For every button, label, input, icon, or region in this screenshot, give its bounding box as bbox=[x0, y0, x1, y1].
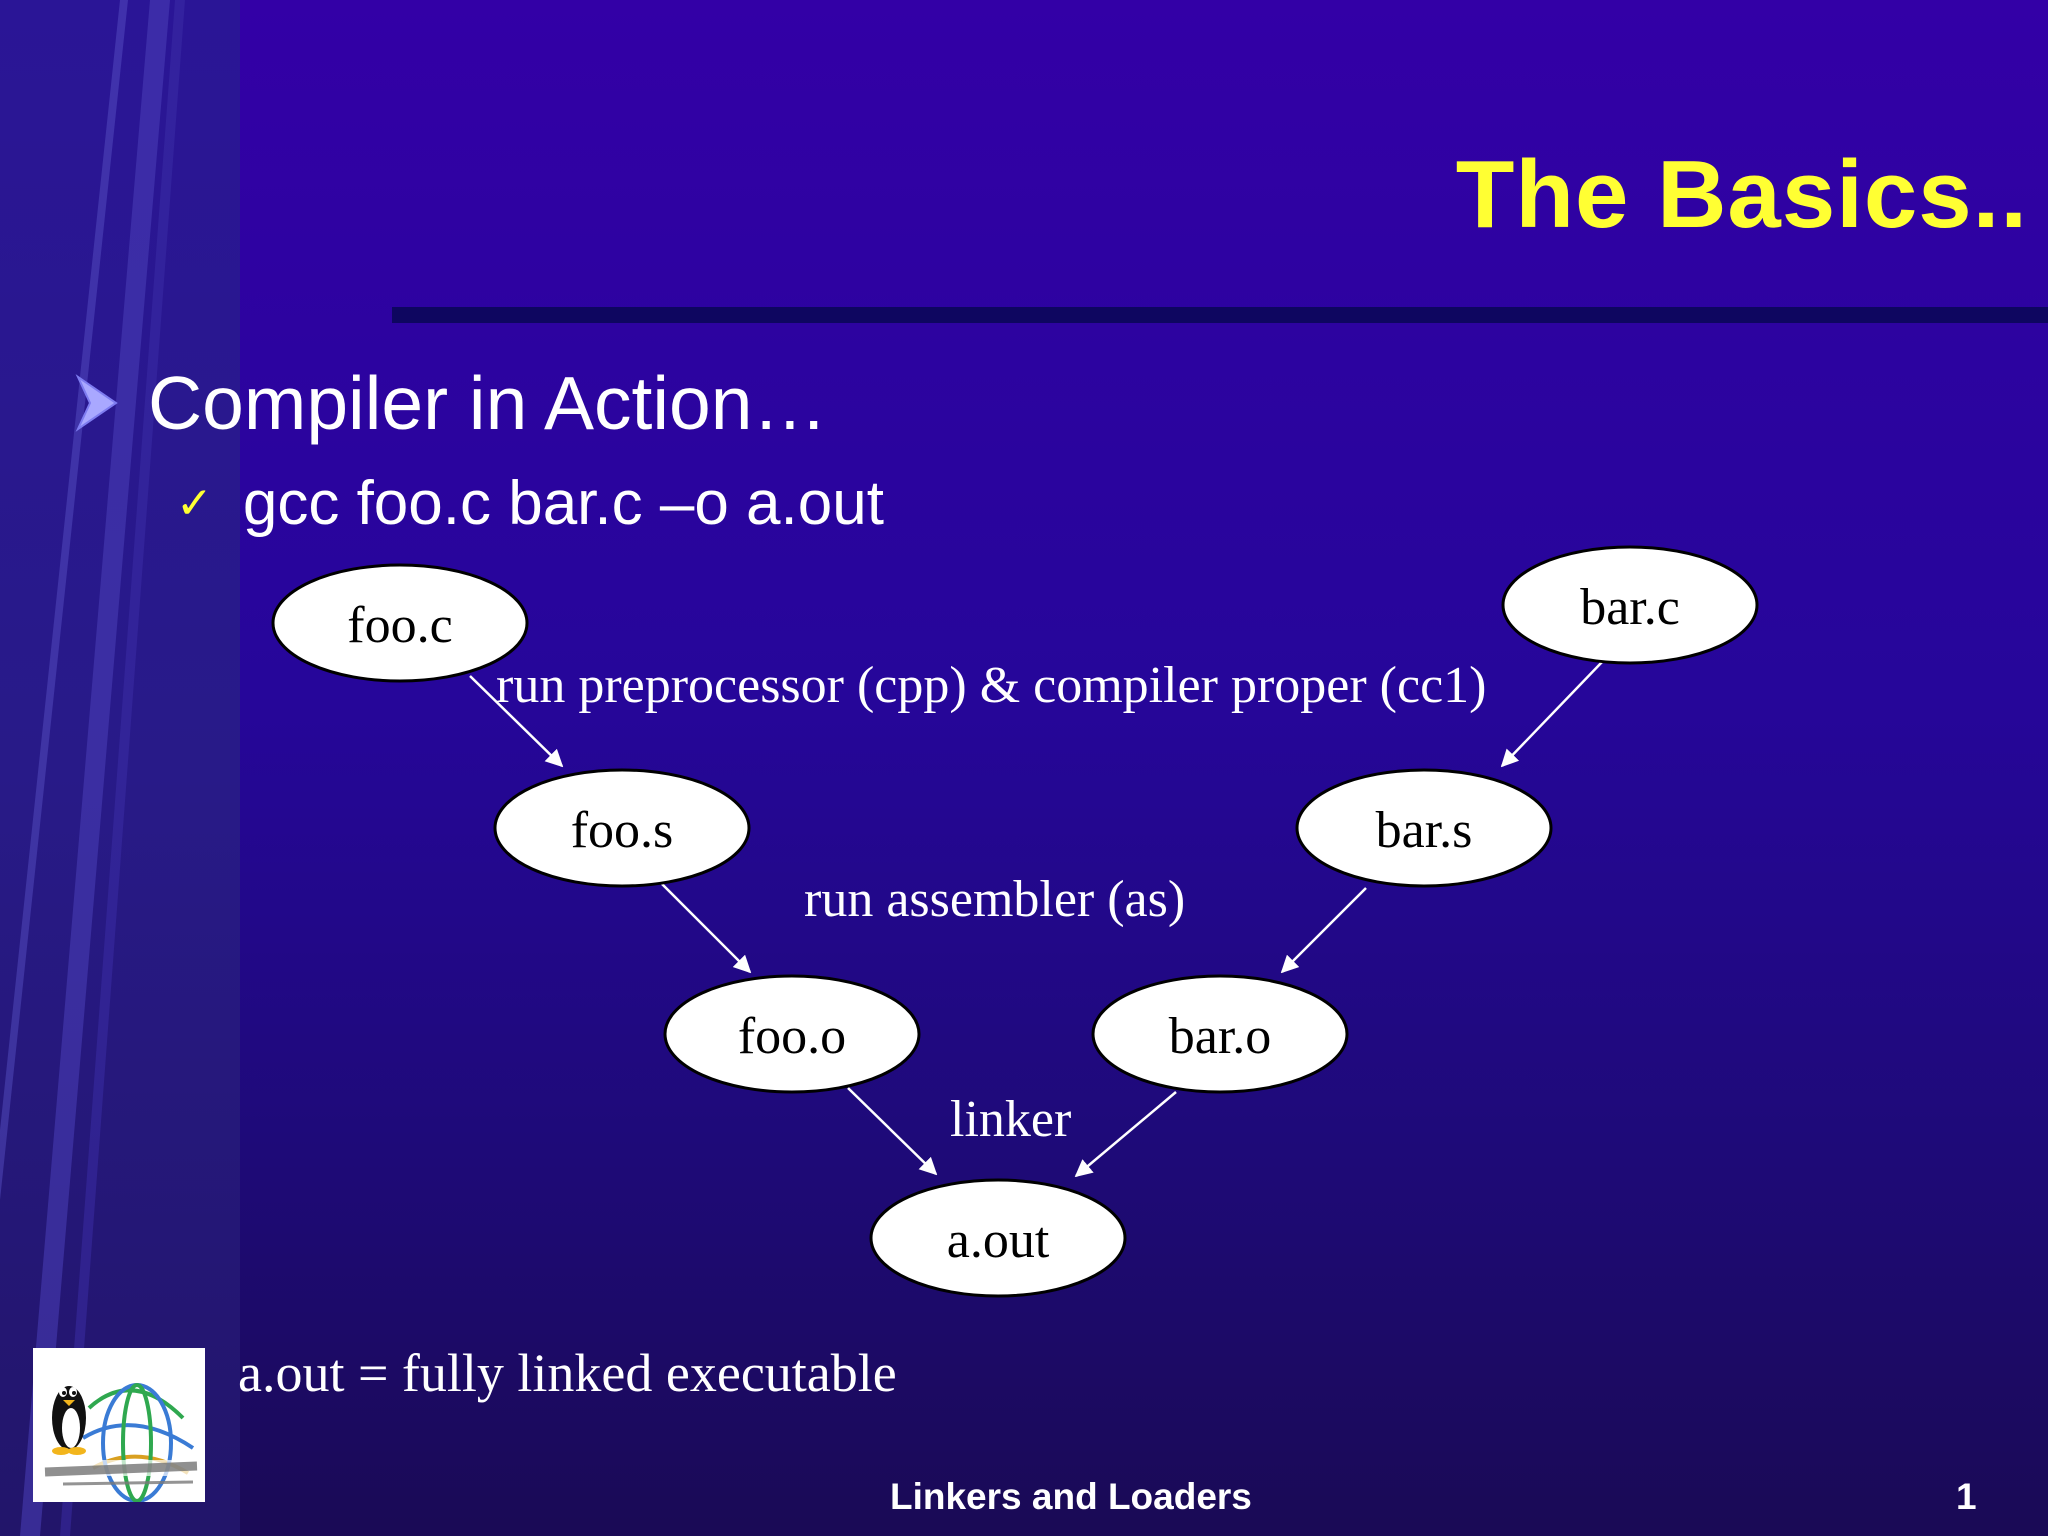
decor-streaks bbox=[0, 0, 185, 1536]
bullet-item: Compiler in Action… bbox=[74, 360, 827, 446]
sub-bullet-text: gcc foo.c bar.c –o a.out bbox=[242, 469, 884, 538]
node-label: foo.o bbox=[738, 1008, 846, 1065]
node-label: foo.c bbox=[347, 597, 452, 654]
node-bar-s: bar.s bbox=[1295, 768, 1553, 888]
edge-label-assemble: run assembler (as) bbox=[804, 871, 1185, 928]
node-foo-o: foo.o bbox=[663, 974, 921, 1094]
footnote-text: a.out = fully linked executable bbox=[238, 1343, 897, 1403]
node-label: a.out bbox=[947, 1212, 1050, 1269]
node-foo-c: foo.c bbox=[271, 563, 529, 683]
footer-title: Linkers and Loaders bbox=[890, 1476, 1252, 1517]
edge-foo-o-to-a-out bbox=[847, 1087, 938, 1176]
node-label: bar.s bbox=[1376, 802, 1473, 859]
bullet-text: Compiler in Action… bbox=[148, 361, 828, 445]
title-underline bbox=[392, 307, 2048, 323]
slide-title: The Basics.. bbox=[1455, 141, 2028, 248]
node-a-out: a.out bbox=[869, 1178, 1127, 1298]
node-label: foo.s bbox=[571, 802, 674, 859]
node-bar-c: bar.c bbox=[1501, 545, 1759, 665]
penguin-globe-logo-icon bbox=[33, 1348, 205, 1503]
linux-bangalore-logo bbox=[33, 1348, 205, 1503]
edge-bar-c-to-bar-s bbox=[1500, 661, 1603, 768]
edge-label-link: linker bbox=[950, 1091, 1071, 1148]
node-label: bar.c bbox=[1580, 579, 1680, 636]
node-foo-s: foo.s bbox=[493, 768, 751, 888]
page-number: 1 bbox=[1956, 1476, 1977, 1517]
edge-bar-s-to-bar-o bbox=[1280, 887, 1367, 974]
checkmark-icon: ✓ bbox=[176, 478, 213, 529]
edge-bar-o-to-a-out bbox=[1074, 1091, 1177, 1178]
sub-bullet-item: ✓ gcc foo.c bar.c –o a.out bbox=[176, 468, 884, 539]
node-bar-o: bar.o bbox=[1091, 974, 1349, 1094]
node-label: bar.o bbox=[1169, 1008, 1272, 1065]
arrow-bullet-icon bbox=[75, 374, 118, 432]
edge-foo-c-to-foo-s bbox=[469, 675, 564, 768]
edge-foo-s-to-foo-o bbox=[661, 883, 752, 974]
edge-label-compile: run preprocessor (cpp) & compiler proper… bbox=[496, 657, 1486, 714]
